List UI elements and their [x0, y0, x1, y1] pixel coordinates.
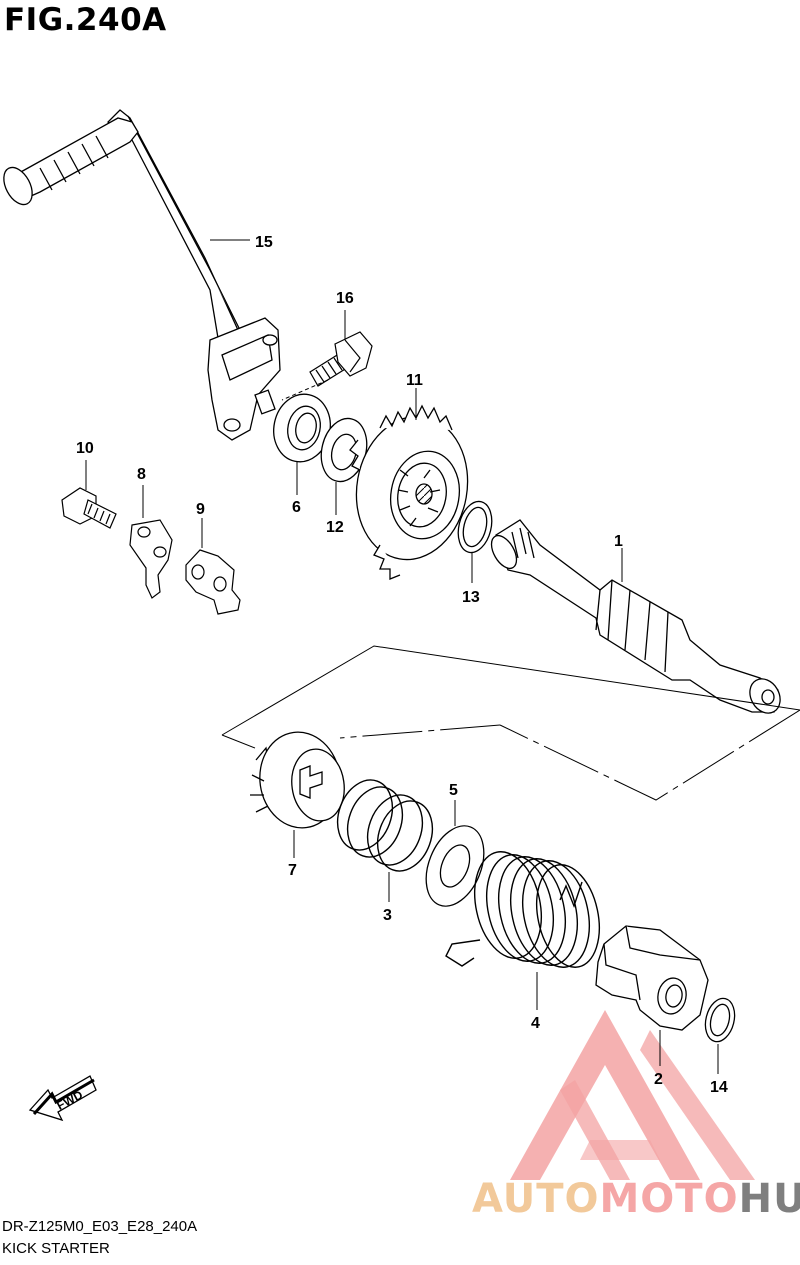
callout-10: 10	[76, 440, 94, 457]
watermark-text: AUTOMOTOHUB	[472, 1176, 800, 1222]
figure-title: FIG.240A	[4, 2, 167, 38]
circlip-13	[457, 500, 493, 554]
figure-code: DR-Z125M0_E03_E28_240A	[2, 1218, 198, 1235]
callout-5: 5	[449, 782, 458, 799]
assembly-outline	[221, 645, 800, 801]
callout-9: 9	[196, 501, 205, 518]
axis-16	[281, 379, 329, 401]
figure-name: KICK STARTER	[2, 1240, 110, 1257]
guide-plate-8	[129, 519, 173, 599]
watermark-part-a: AUTO	[472, 1176, 600, 1222]
oil-seal-6	[273, 393, 331, 463]
callout-4: 4	[531, 1015, 540, 1032]
watermark-part-c: HUB	[738, 1176, 800, 1222]
ratchet-7	[250, 731, 345, 829]
callout-2: 2	[654, 1071, 663, 1088]
callout-1: 1	[614, 533, 623, 550]
callout-6: 6	[292, 499, 301, 516]
callout-13: 13	[462, 589, 480, 606]
callout-7: 7	[288, 862, 297, 879]
spring-guide-2	[595, 925, 709, 1031]
washer-5	[425, 825, 485, 907]
callout-14: 14	[710, 1079, 728, 1096]
spring-3	[336, 779, 434, 872]
callout-3: 3	[383, 907, 392, 924]
fwd-arrow-icon: FWD	[28, 1075, 97, 1122]
callout-16: 16	[336, 290, 354, 307]
watermark-part-b: MOTO	[599, 1176, 739, 1222]
callout-8: 8	[137, 466, 146, 483]
bolt-16	[309, 331, 373, 387]
bolt-10	[61, 487, 117, 529]
kick-gear-11	[349, 404, 469, 580]
kick-lever	[3, 109, 281, 441]
kick-shaft-1	[490, 519, 781, 714]
watermark-logo	[510, 1010, 755, 1180]
callout-12: 12	[326, 519, 344, 536]
return-spring-4	[445, 851, 600, 968]
callout-11: 11	[406, 372, 423, 389]
stopper-9	[185, 549, 241, 615]
circlip-14	[704, 997, 736, 1043]
callout-15: 15	[255, 234, 273, 251]
